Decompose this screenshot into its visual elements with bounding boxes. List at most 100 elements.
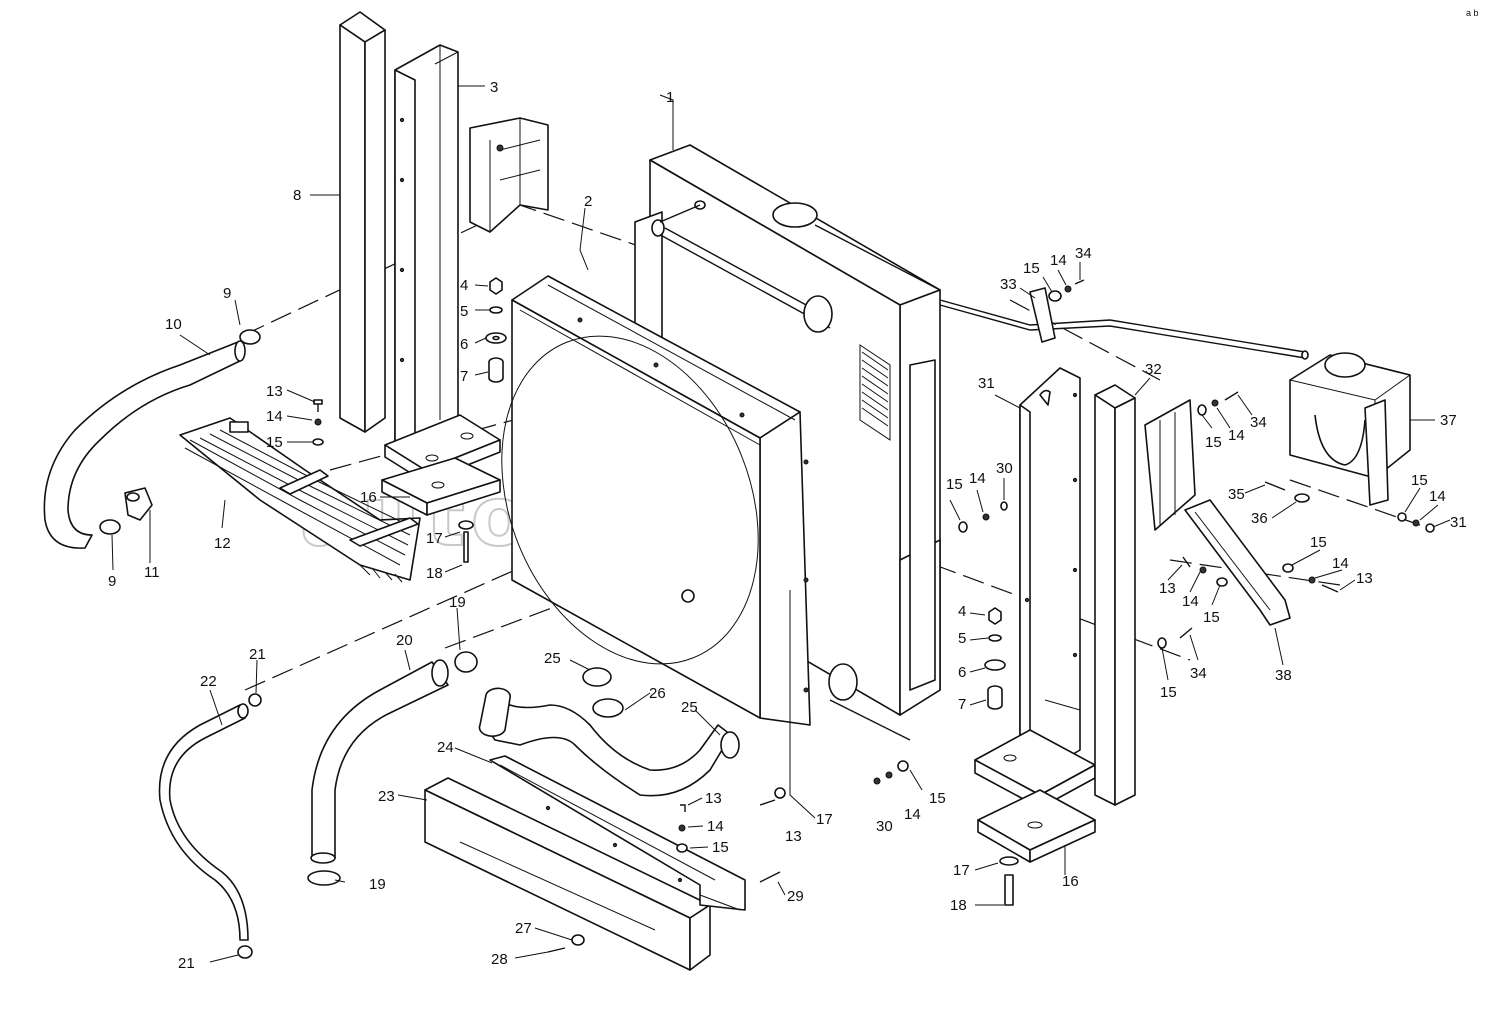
hose-22: [158, 703, 249, 941]
callout-13: 13: [266, 383, 283, 400]
channel-plate-24: [489, 755, 746, 911]
callout-23: 23: [378, 788, 395, 805]
callout-6: 6: [958, 664, 966, 681]
right-tube-32: [1094, 384, 1136, 806]
callout-18: 18: [426, 565, 443, 582]
callout-37: 37: [1440, 412, 1457, 429]
callout-13: 13: [705, 790, 722, 807]
callout-35: 35: [1228, 486, 1245, 503]
callout-28: 28: [491, 951, 508, 968]
channel-bracket-3: [384, 44, 501, 483]
callout-15: 15: [1160, 684, 1177, 701]
callout-14: 14: [266, 408, 283, 425]
callout-15: 15: [1310, 534, 1327, 551]
callout-3: 3: [490, 79, 498, 96]
callout-15: 15: [1023, 260, 1040, 277]
hardware-stack-left: [485, 277, 507, 383]
callout-21: 21: [249, 646, 266, 663]
callout-16: 16: [1062, 873, 1079, 890]
hose-10: [43, 340, 246, 549]
callout-34: 34: [1190, 665, 1207, 682]
fasteners: [312, 391, 1435, 953]
tube-guard-12: [179, 417, 421, 583]
right-bracket-31: [974, 367, 1096, 809]
callout-25: 25: [544, 650, 561, 667]
upper-bracket: [469, 117, 549, 233]
callout-17: 17: [816, 811, 833, 828]
callout-26: 26: [649, 685, 666, 702]
callout-15: 15: [1203, 609, 1220, 626]
callout-15: 15: [946, 476, 963, 493]
callout-5: 5: [958, 630, 966, 647]
callout-34: 34: [1250, 414, 1267, 431]
callout-4: 4: [958, 603, 966, 620]
callout-33: 33: [1000, 276, 1017, 293]
callout-14: 14: [1050, 252, 1067, 269]
callout-36: 36: [1251, 510, 1268, 527]
callout-12: 12: [214, 535, 231, 552]
overflow-tube: [939, 279, 1309, 360]
callout-31: 31: [978, 375, 995, 392]
fan-shroud: [501, 275, 811, 726]
callout-25: 25: [681, 699, 698, 716]
callout-5: 5: [460, 303, 468, 320]
bottom-support-23: [424, 777, 711, 971]
callout-13: 13: [785, 828, 802, 845]
callout-14: 14: [1228, 427, 1245, 444]
callout-11: 11: [144, 564, 160, 581]
callout-4: 4: [460, 277, 468, 294]
leader-lines: [111, 85, 1451, 963]
callout-22: 22: [200, 673, 217, 690]
callout-9: 9: [108, 573, 116, 590]
callout-14: 14: [1332, 555, 1349, 572]
callout-9: 9: [223, 285, 231, 302]
callout-15: 15: [1205, 434, 1222, 451]
callout-2: 2: [584, 193, 592, 210]
callout-7: 7: [958, 696, 966, 713]
callout-27: 27: [515, 920, 532, 937]
lower-hose-26: [478, 667, 740, 797]
callout-14: 14: [1182, 593, 1199, 610]
callout-15: 15: [266, 434, 283, 451]
callout-7: 7: [460, 368, 468, 385]
callout-14: 14: [1429, 488, 1446, 505]
callout-6: 6: [460, 336, 468, 353]
callout-15: 15: [929, 790, 946, 807]
hardware-stack-right: [984, 607, 1006, 710]
tall-tube-8: [339, 11, 386, 433]
callout-19: 19: [449, 594, 466, 611]
callout-14: 14: [969, 470, 986, 487]
callout-18: 18: [950, 897, 967, 914]
callout-14: 14: [707, 818, 724, 835]
callout-32: 32: [1145, 361, 1162, 378]
expansion-tank-37: [1289, 352, 1411, 506]
callout-17: 17: [426, 530, 443, 547]
callout-21: 21: [178, 955, 195, 972]
callout-24: 24: [437, 739, 454, 756]
callout-labels: 1 2 3 4 5 6 7 8 9 10 13 14 15 16 17 18 1…: [108, 79, 1467, 972]
callout-30: 30: [876, 818, 893, 835]
callout-19: 19: [369, 876, 386, 893]
right-pad-16: [977, 789, 1096, 863]
callout-13: 13: [1356, 570, 1373, 587]
corner-mark: а b: [1466, 8, 1479, 18]
callout-17: 17: [953, 862, 970, 879]
callout-8: 8: [293, 187, 301, 204]
callout-16: 16: [360, 489, 377, 506]
callout-31: 31: [1450, 514, 1467, 531]
callout-10: 10: [165, 316, 182, 333]
callout-29: 29: [787, 888, 804, 905]
hose-20: [310, 659, 449, 864]
callout-14: 14: [904, 806, 921, 823]
callout-15: 15: [712, 839, 729, 856]
callout-30: 30: [996, 460, 1013, 477]
callout-34: 34: [1075, 245, 1092, 262]
clamps: [99, 329, 478, 959]
callout-1: 1: [666, 89, 674, 106]
callout-38: 38: [1275, 667, 1292, 684]
callout-20: 20: [396, 632, 413, 649]
bracket-38: [1144, 399, 1291, 626]
callout-15: 15: [1411, 472, 1428, 489]
